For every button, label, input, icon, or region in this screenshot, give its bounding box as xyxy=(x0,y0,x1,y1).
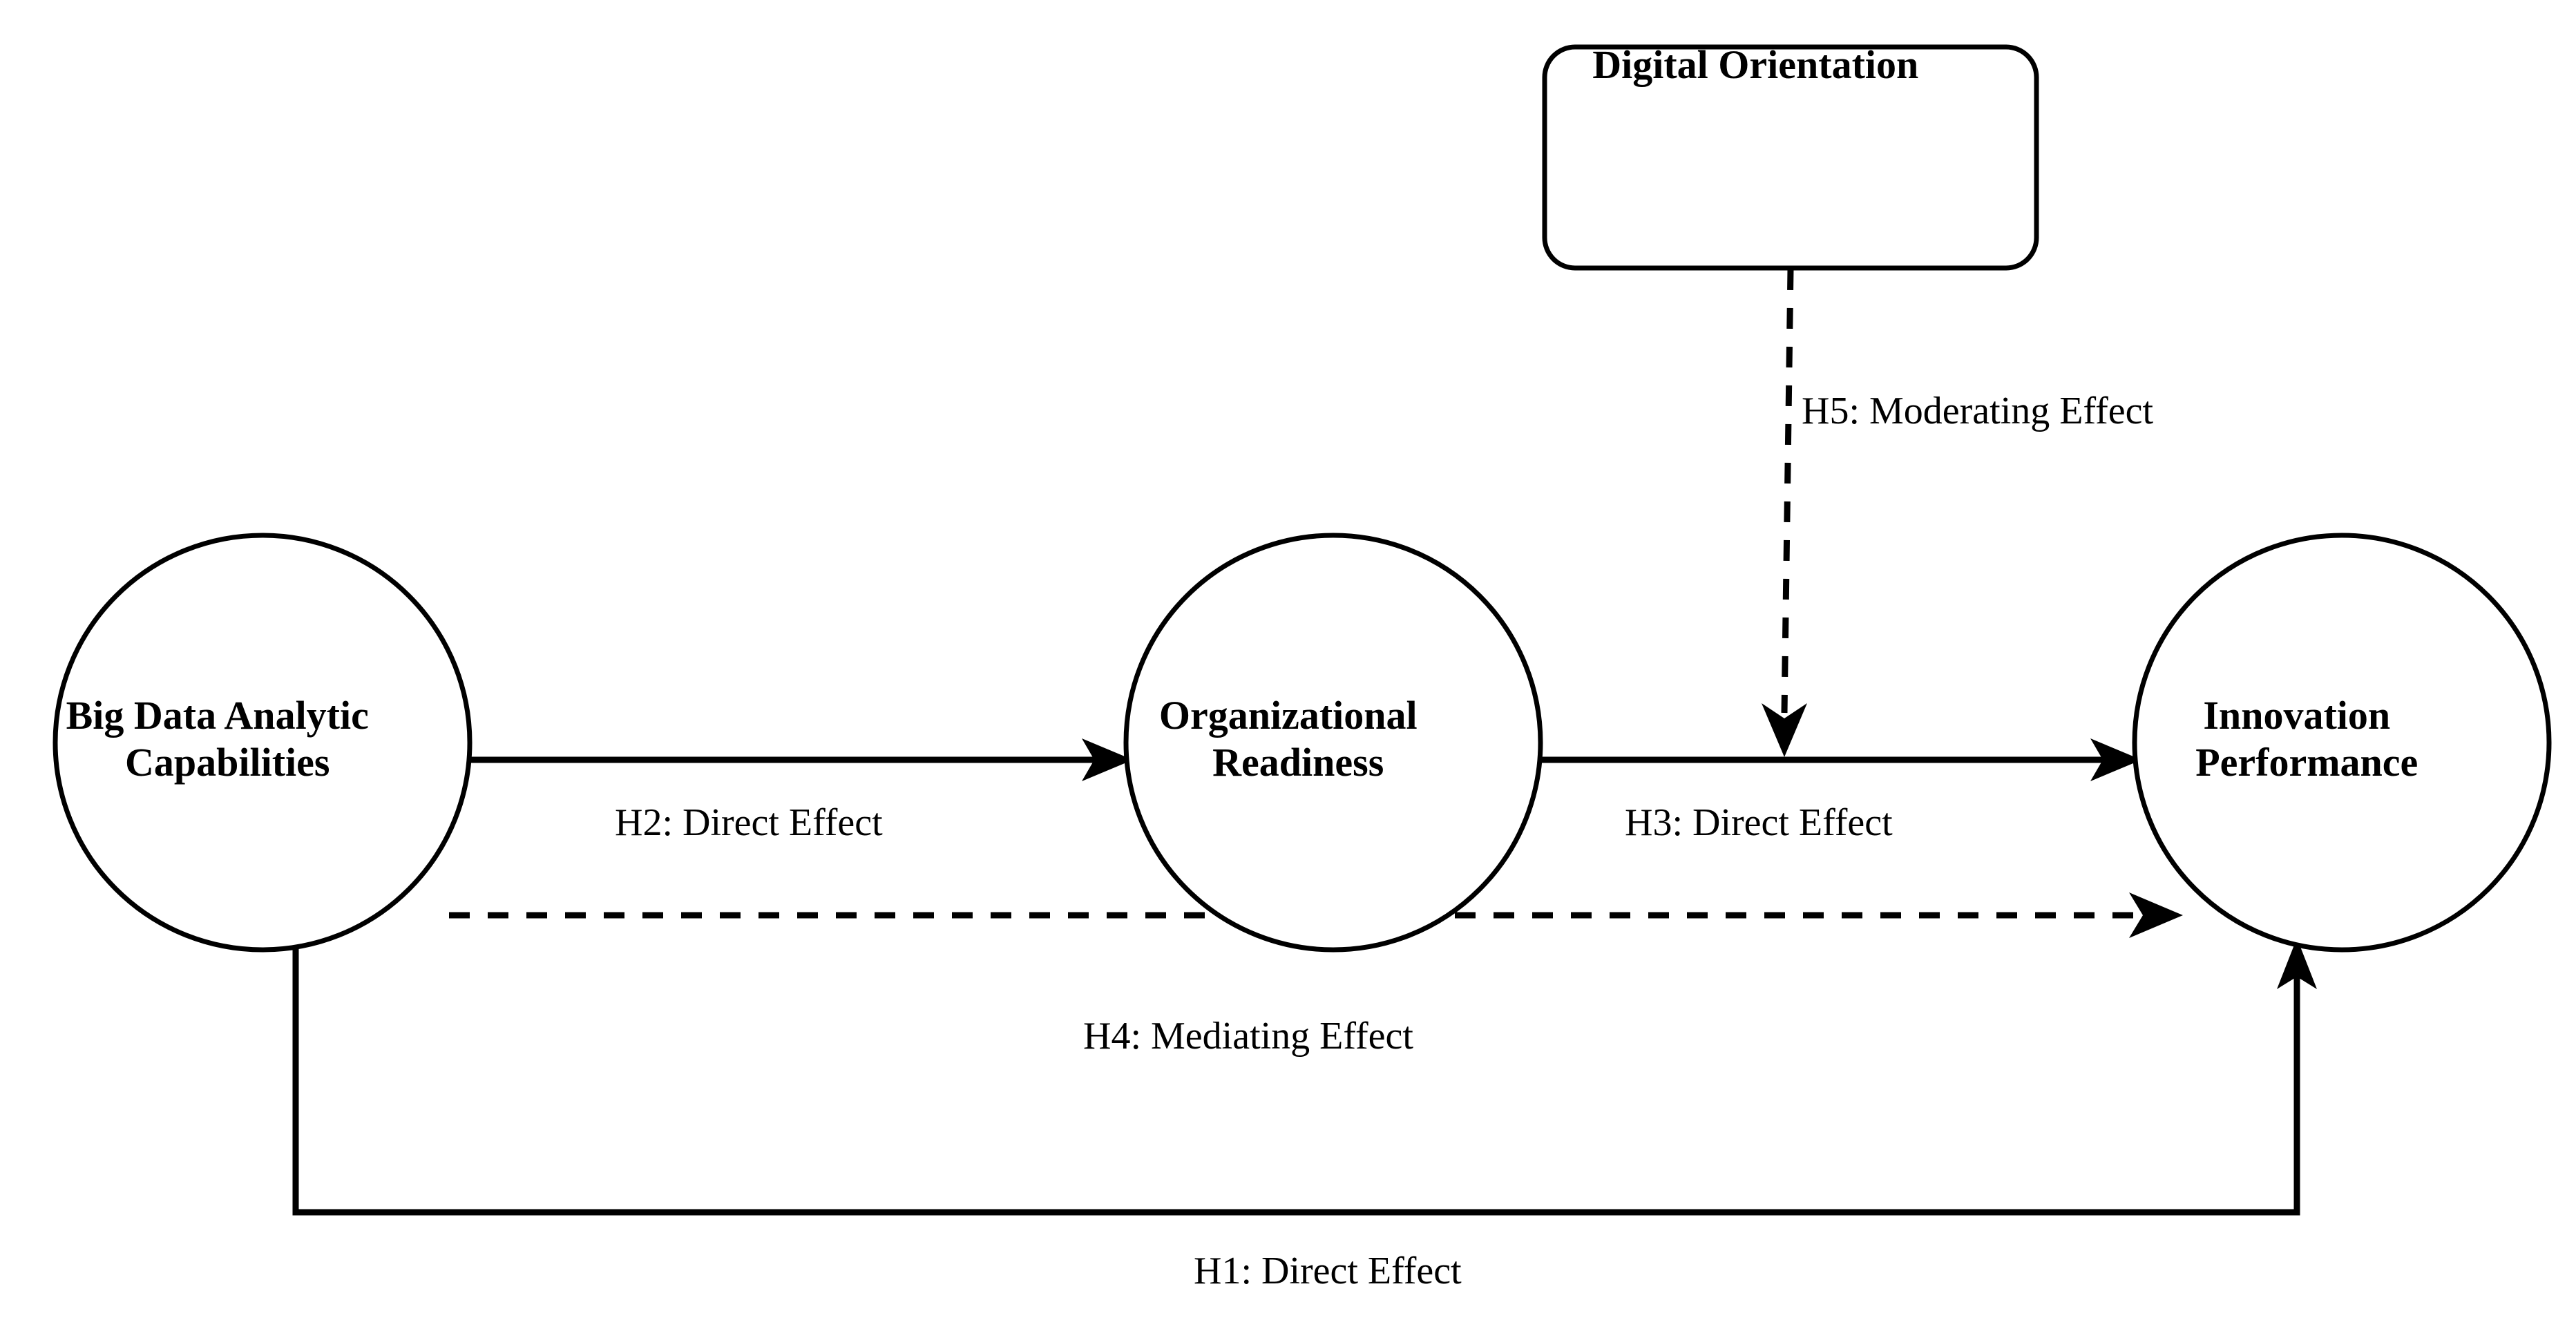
node-organizational-readiness[interactable]: Organizational Readiness xyxy=(1123,533,1543,953)
node-innovation-performance[interactable]: Innovation Performance xyxy=(2132,533,2552,953)
edge-label-h4: H4: Mediating Effect xyxy=(1083,1015,1413,1058)
big-data-analytic-capabilities-label: Big Data Analytic Capabilities xyxy=(66,693,459,785)
innovation-performance-shape xyxy=(2132,533,2552,953)
big-data-analytic-capabilities-shape xyxy=(53,533,473,953)
edge-label-h3: H3: Direct Effect xyxy=(1625,801,1893,844)
innovation-performance-label: Innovation Performance xyxy=(2195,693,2488,785)
edge-h5-arrowhead xyxy=(1762,703,1807,757)
edge-h1-arrowhead xyxy=(2277,938,2317,989)
edge-h2-arrowhead xyxy=(1082,738,1133,781)
node-digital-orientation[interactable]: Digital Orientation xyxy=(1542,42,2039,271)
organizational-readiness-shape xyxy=(1123,533,1543,953)
innovperf-label-line1: Innovation xyxy=(2203,693,2390,738)
edge-h1-direct-effect xyxy=(292,938,2317,1216)
edge-h4-arrowhead xyxy=(2129,892,2183,938)
edge-h3-direct-effect xyxy=(1539,738,2141,781)
digital-orientation-label: Digital Orientation xyxy=(1592,42,1989,87)
edge-h5-path xyxy=(1781,269,1794,714)
node-big-data-analytic-capabilities[interactable]: Big Data Analytic Capabilities xyxy=(53,533,473,953)
edge-h5-moderating-effect xyxy=(1762,269,1807,757)
edge-label-h2: H2: Direct Effect xyxy=(615,801,883,844)
orgready-label-line2: Readiness xyxy=(1212,740,1384,785)
digital-orientation-shape xyxy=(1542,44,2039,271)
edge-label-h5: H5: Moderating Effect xyxy=(1802,390,2153,432)
edge-h3-arrowhead xyxy=(2090,738,2141,781)
orgready-label-line1: Organizational xyxy=(1159,693,1418,738)
edge-h2-direct-effect xyxy=(468,738,1133,781)
bdac-label-line1: Big Data Analytic xyxy=(66,693,369,738)
innovperf-label-line2: Performance xyxy=(2195,740,2418,785)
edge-label-h1: H1: Direct Effect xyxy=(1194,1250,1462,1292)
organizational-readiness-label: Organizational Readiness xyxy=(1159,693,1507,785)
digital-orientation-label-line1: Digital Orientation xyxy=(1592,42,1918,87)
edge-h1-path xyxy=(292,946,2300,1216)
bdac-label-line2: Capabilities xyxy=(125,740,330,785)
